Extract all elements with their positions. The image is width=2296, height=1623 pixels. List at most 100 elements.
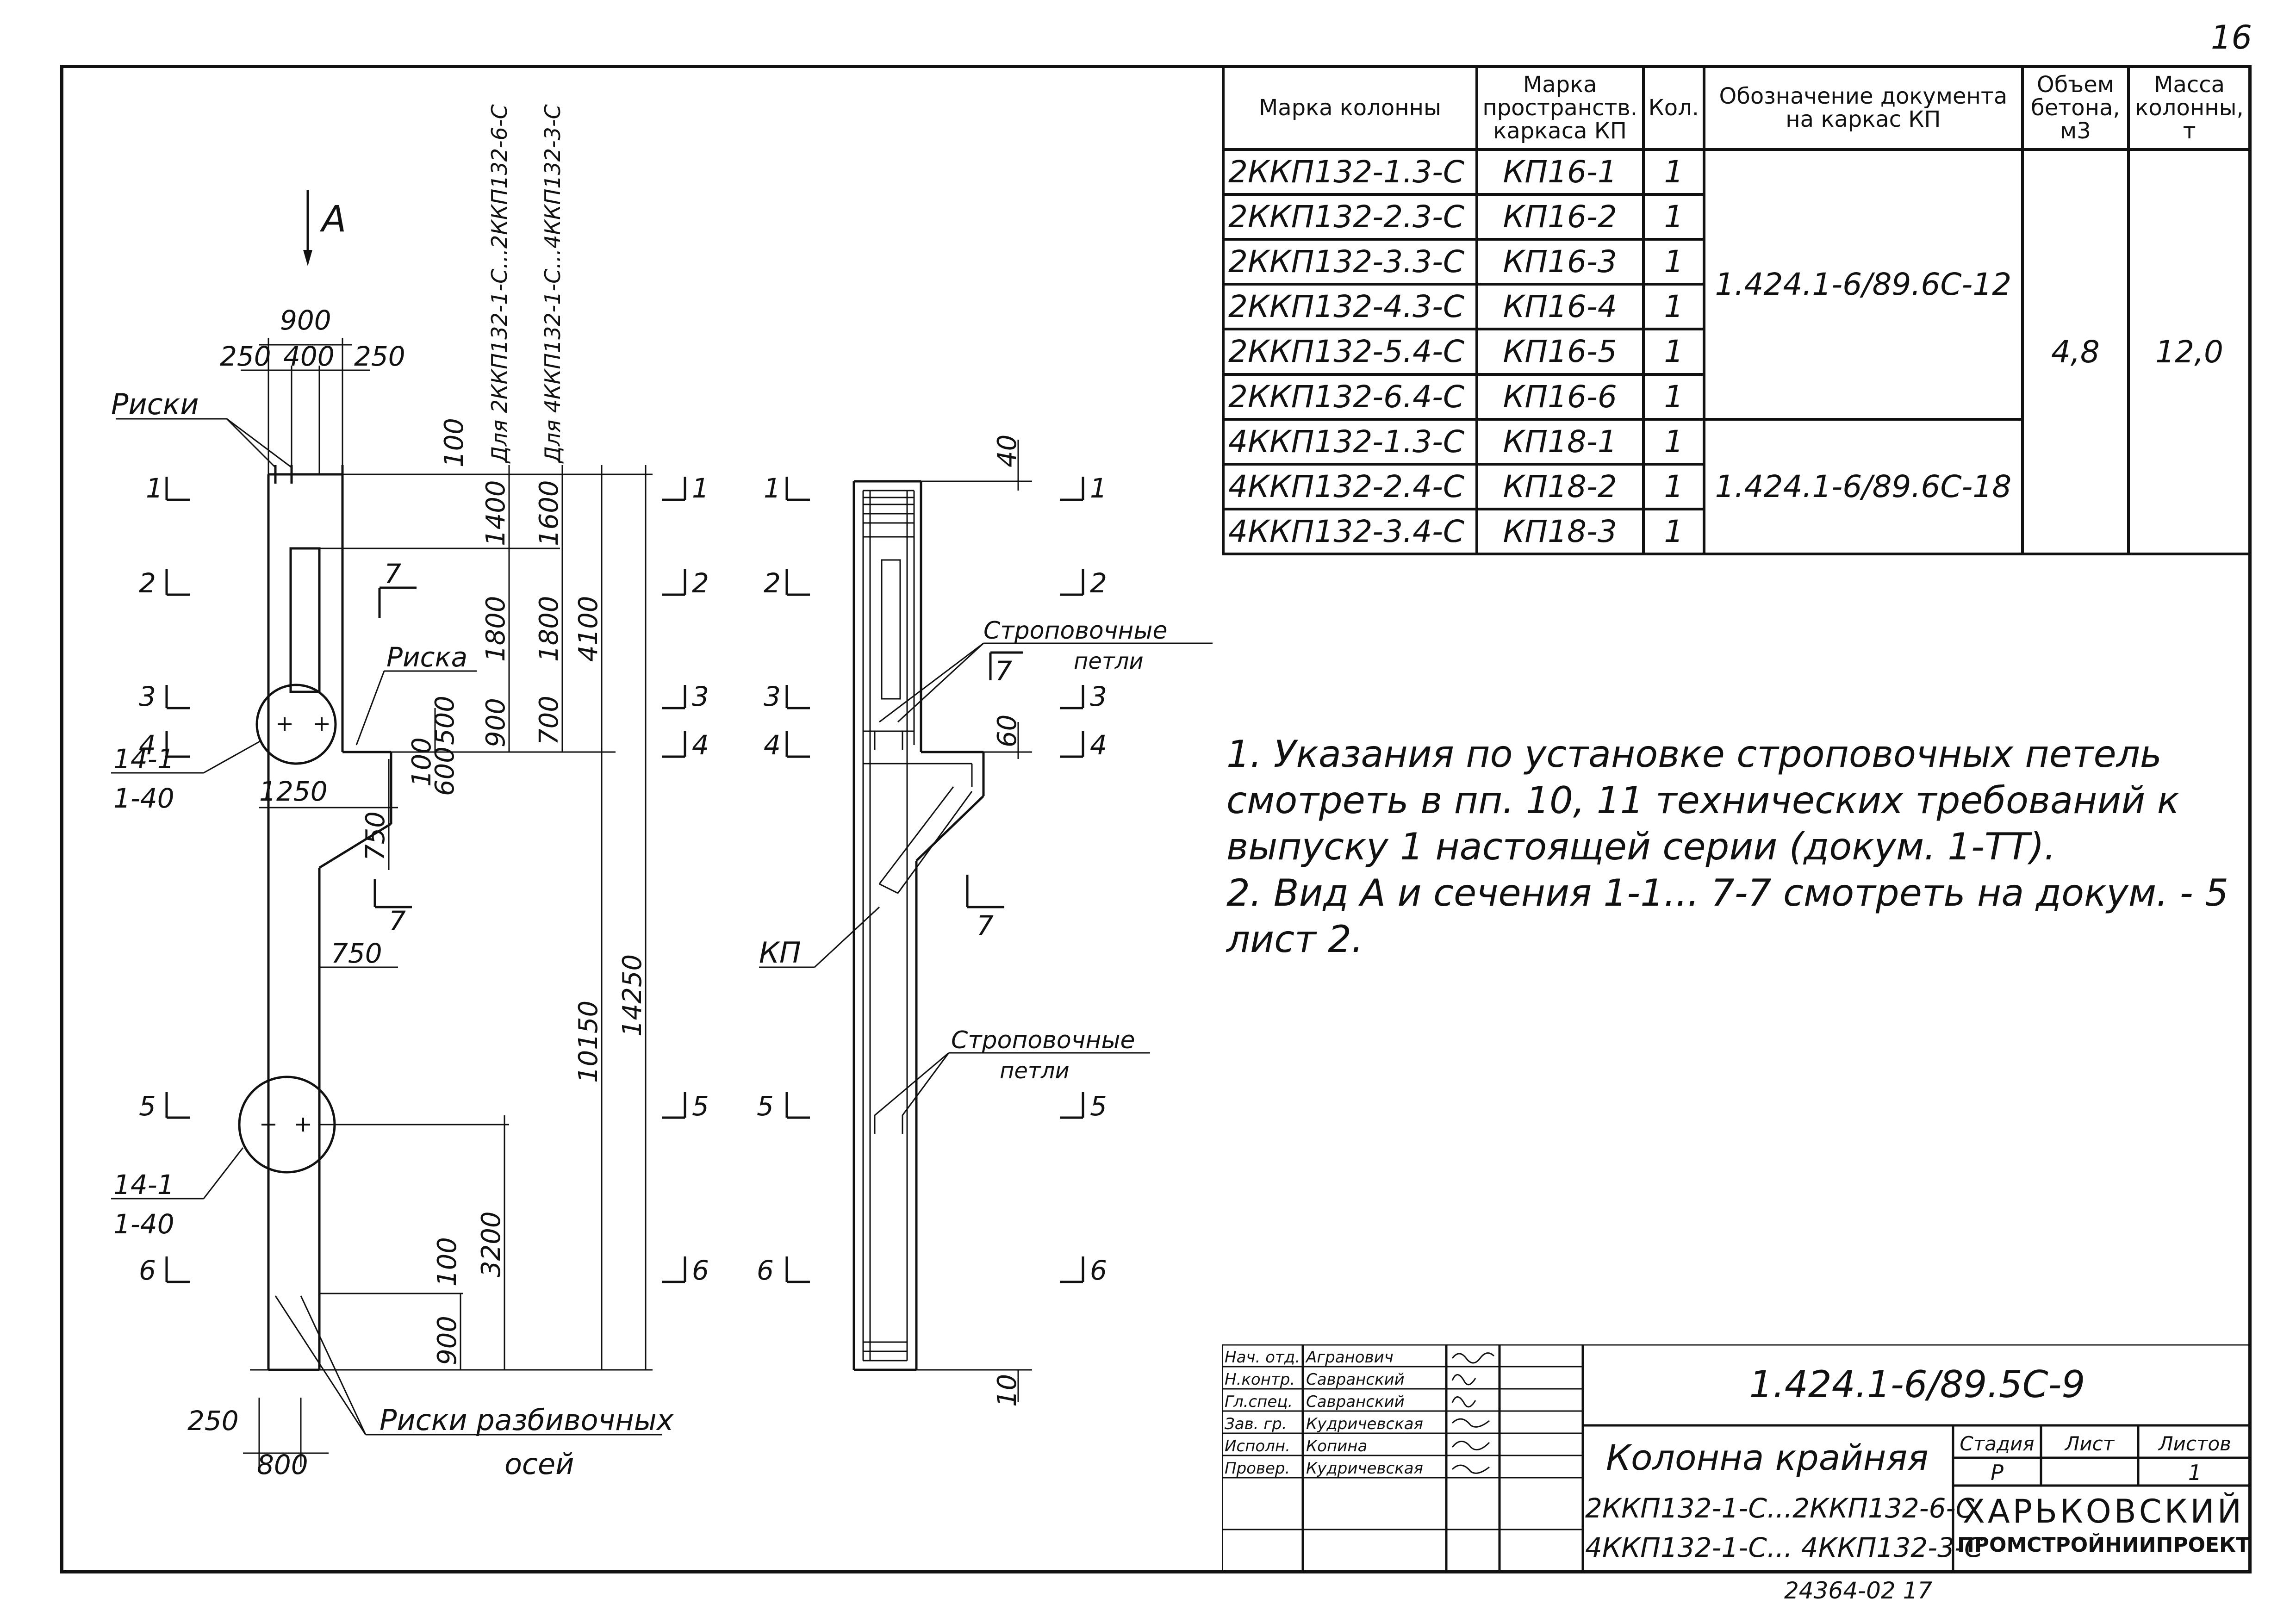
sling-loops-1-line1: Строповочные xyxy=(983,617,1167,645)
section-1-right: 1 xyxy=(692,473,709,504)
section-1-mid-right: 1 xyxy=(1090,473,1107,504)
header-mass: Масса колонны, т xyxy=(2127,65,2252,151)
dim-1800-a: 1800 xyxy=(481,596,511,662)
staff-3-role: Гл.спец. xyxy=(1225,1393,1293,1411)
section-4-mid-right: 4 xyxy=(1090,729,1107,761)
page-number: 16 xyxy=(2210,19,2252,56)
title-block-grid xyxy=(1222,1344,2252,1573)
row-8-mark: 4ККП132-2.4-С xyxy=(1222,462,1478,510)
sheet-label: Лист xyxy=(2065,1432,2115,1455)
view-a-arrow xyxy=(303,250,312,266)
column-mass: 12,0 xyxy=(2127,148,2252,555)
section-6-mid-left: 6 xyxy=(757,1255,774,1286)
section-1-mid-left: 1 xyxy=(764,473,781,504)
staff-3-name: Савранский xyxy=(1306,1393,1405,1411)
row-9-mark: 4ККП132-3.4-С xyxy=(1222,507,1478,556)
row-1-kp: КП16-1 xyxy=(1475,148,1645,196)
dim-900: 900 xyxy=(481,698,511,747)
dim-100-mid: 100 xyxy=(407,737,437,787)
applies-to-1: Для 2ККП132-1-С...2ККП132-6-С xyxy=(487,104,512,464)
staff-6-name: Кудричевская xyxy=(1306,1459,1424,1478)
section-4-left: 4 xyxy=(139,729,156,761)
node-ref-2-bottom: 1-40 xyxy=(113,1208,174,1240)
section-7-top: 7 xyxy=(384,558,401,590)
row-8-kp: КП18-2 xyxy=(1475,462,1645,510)
dim-width-right: 250 xyxy=(354,341,405,372)
dim-60: 60 xyxy=(992,715,1022,747)
row-6-mark: 2ККП132-6.4-С xyxy=(1222,373,1478,421)
row-1-mark: 2ККП132-1.3-С xyxy=(1222,148,1478,196)
dim-1250: 1250 xyxy=(259,776,328,807)
sling-loops-2-line1: Строповочные xyxy=(951,1026,1135,1054)
section-2-left: 2 xyxy=(139,567,156,599)
doc-code: 1.424.1-6/89.5С-9 xyxy=(1749,1363,2085,1406)
row-6-kp: КП16-6 xyxy=(1475,373,1645,421)
staff-5-name: Копина xyxy=(1306,1437,1368,1455)
drawing-frame xyxy=(60,65,2252,1573)
row-2-kp: КП16-2 xyxy=(1475,193,1645,241)
header-qty: Кол. xyxy=(1642,65,1706,151)
header-doc: Обозначение документа на каркас КП xyxy=(1703,65,2024,151)
dim-100-bottom: 100 xyxy=(432,1237,462,1287)
sheets-label: Листов xyxy=(2159,1432,2231,1455)
dim-700: 700 xyxy=(534,696,564,745)
staff-6-role: Провер. xyxy=(1225,1459,1290,1478)
org-name-line1: ХАРЬКОВСКИЙ xyxy=(1962,1492,2245,1530)
sheets-value: 1 xyxy=(2188,1460,2202,1485)
dim-width-mid: 400 xyxy=(283,341,335,372)
doc-group-2: 1.424.1-6/89.6С-18 xyxy=(1703,417,2024,556)
dim-100-top: 100 xyxy=(439,418,469,467)
dim-1600: 1600 xyxy=(534,480,564,546)
section-3-left: 3 xyxy=(139,681,156,712)
row-3-qty: 1 xyxy=(1642,238,1706,286)
section-3-right: 3 xyxy=(692,681,709,712)
axes-risks-label-2: осей xyxy=(504,1447,574,1481)
notes: 1. Указания по установке строповочных пе… xyxy=(1226,731,2245,963)
dim-40: 40 xyxy=(992,435,1022,467)
dim-750-v: 750 xyxy=(361,811,391,861)
dim-width-total: 900 xyxy=(280,305,331,336)
node-ref-1-top: 14-1 xyxy=(113,743,174,775)
risk-label: Риска xyxy=(386,641,467,673)
signatures-icon xyxy=(1451,1352,1495,1474)
section-6-right: 6 xyxy=(692,1255,709,1286)
note-1: 1. Указания по установке строповочных пе… xyxy=(1226,733,2180,868)
org-name-line2: ПРОМСТРОЙНИИПРОЕКТ xyxy=(1957,1533,2250,1557)
section-7-bottom: 7 xyxy=(389,905,406,937)
kp-label: КП xyxy=(759,936,801,970)
row-3-kp: КП16-3 xyxy=(1475,238,1645,286)
node-ref-2-top: 14-1 xyxy=(113,1169,174,1200)
section-6-mid-right: 6 xyxy=(1090,1255,1107,1286)
dim-1800-b: 1800 xyxy=(534,596,564,662)
section-5-left: 5 xyxy=(139,1090,156,1122)
sling-loops-1-line2: петли xyxy=(1074,648,1144,674)
dim-600: 600 xyxy=(430,746,460,796)
section-7-mid-top: 7 xyxy=(995,655,1012,687)
dim-250-bottom: 250 xyxy=(187,1405,239,1436)
row-9-kp: КП18-3 xyxy=(1475,507,1645,556)
row-7-mark: 4ККП132-1.3-С xyxy=(1222,417,1478,466)
row-3-mark: 2ККП132-3.3-С xyxy=(1222,238,1478,286)
staff-4-name: Кудричевская xyxy=(1306,1415,1424,1433)
drawing-subtitle-1: 2ККП132-1-С...2ККП132-6-С xyxy=(1585,1492,1974,1524)
bottom-stamp: 24364-02 17 xyxy=(1784,1577,1933,1604)
dim-800: 800 xyxy=(257,1449,308,1480)
dim-4100: 4100 xyxy=(573,596,604,662)
view-a-label: А xyxy=(319,199,346,240)
dim-750-h: 750 xyxy=(331,938,382,969)
row-5-qty: 1 xyxy=(1642,328,1706,376)
section-2-mid-left: 2 xyxy=(764,567,781,599)
doc-group-1: 1.424.1-6/89.6С-12 xyxy=(1703,148,2024,421)
dim-3200: 3200 xyxy=(476,1211,506,1277)
dim-10: 10 xyxy=(992,1374,1022,1407)
section-5-right: 5 xyxy=(692,1090,709,1122)
note-2: 2. Вид А и сечения 1-1... 7-7 смотреть н… xyxy=(1226,871,2229,961)
dim-1400: 1400 xyxy=(481,480,511,546)
section-6-left: 6 xyxy=(139,1255,156,1286)
node-marks xyxy=(261,717,329,1132)
section-4-right: 4 xyxy=(692,729,709,761)
section-3-mid-right: 3 xyxy=(1090,681,1107,712)
drawing-subtitle-2: 4ККП132-1-С... 4ККП132-3-С xyxy=(1585,1532,1983,1563)
dim-500: 500 xyxy=(430,696,460,745)
